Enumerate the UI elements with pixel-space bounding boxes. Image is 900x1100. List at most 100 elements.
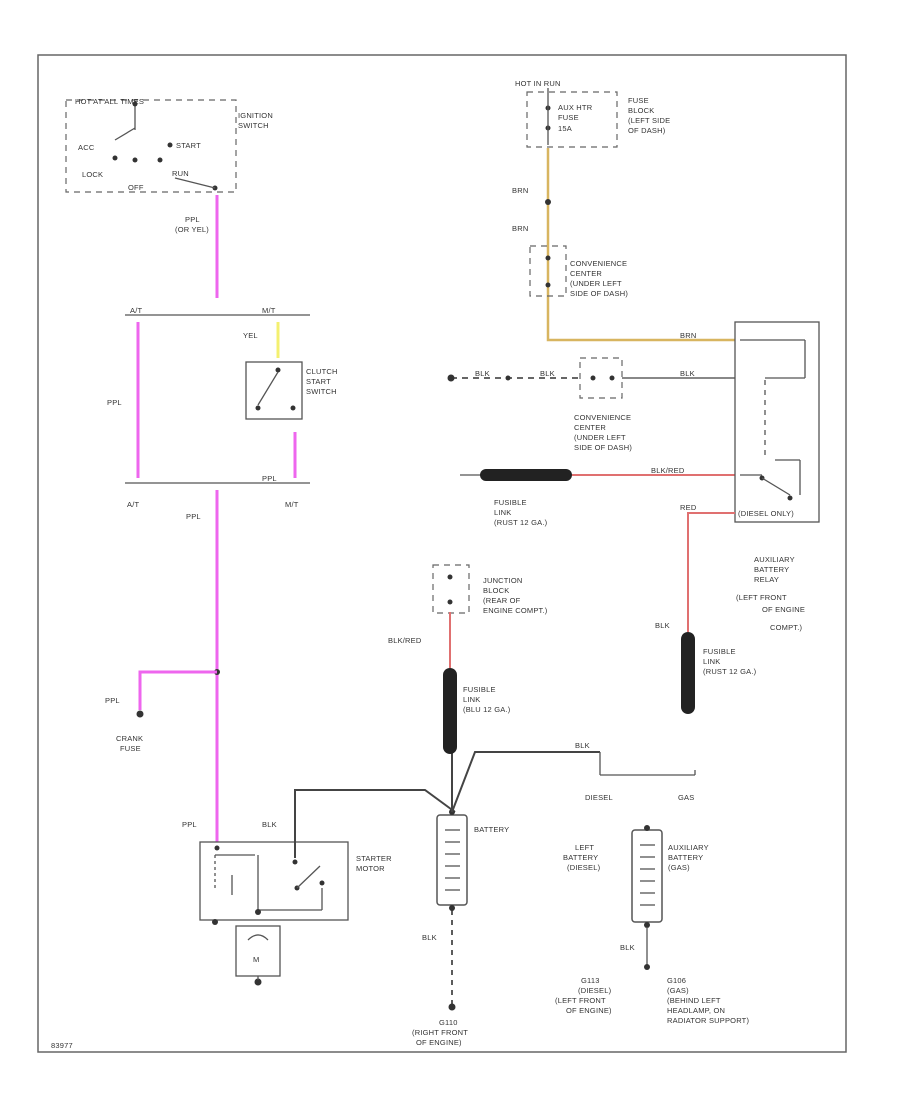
svg-text:LINK: LINK [463, 695, 480, 704]
svg-text:(GAS): (GAS) [667, 986, 689, 995]
svg-text:SWITCH: SWITCH [238, 121, 269, 130]
svg-text:CENTER: CENTER [570, 269, 602, 278]
wire-label-blk-red: BLK/RED [388, 636, 422, 645]
at-label-top: A/T [130, 306, 142, 315]
wire-label-brn-relay: BRN [680, 331, 696, 340]
relay-inner-label: (DIESEL ONLY) [738, 509, 794, 518]
ignition-switch-label: IGNITION [238, 111, 273, 120]
svg-text:15A: 15A [558, 124, 572, 133]
svg-text:(BEHIND LEFT: (BEHIND LEFT [667, 996, 721, 1005]
wire-label-blk-starter: BLK [262, 820, 277, 829]
clutch-switch-label: CLUTCH [306, 367, 338, 376]
diagram-frame [37, 54, 847, 1053]
wire-label-blk-relay-right: BLK [680, 369, 695, 378]
wire-label-blk-relay-left: BLK [475, 369, 490, 378]
battery: BATTERY [436, 809, 509, 911]
motor-m-label: M [253, 955, 259, 964]
fusible-link-top-label: FUSIBLE [494, 498, 527, 507]
start-position-label: START [176, 141, 201, 150]
relay-label: AUXILIARY [754, 555, 795, 564]
svg-text:ENGINE COMPT.): ENGINE COMPT.) [483, 606, 548, 615]
ground-g106-label: G106 [667, 976, 686, 985]
wire-label-ppl-ign: PPL [185, 215, 200, 224]
svg-text:BLOCK: BLOCK [628, 106, 654, 115]
svg-text:HEADLAMP, ON: HEADLAMP, ON [667, 1006, 725, 1015]
wire-ppl-crank [138, 670, 217, 710]
battery-label: BATTERY [474, 825, 509, 834]
aux-battery-label: AUXILIARY [668, 843, 709, 852]
fuse-block: HOT IN RUN AUX HTR FUSE 15A FUSE BLOCK (… [515, 79, 670, 148]
svg-text:START: START [306, 377, 331, 386]
hot-at-all-times-label: HOT AT ALL TIMES [75, 97, 144, 106]
wire-label-blk-red-relay: BLK/RED [651, 466, 685, 475]
junction-block-label: JUNCTION [483, 576, 523, 585]
wire-label-ppl-mid: PPL [186, 512, 201, 521]
wire-blk-battery-top [451, 751, 600, 813]
lock-position-label: LOCK [82, 170, 103, 179]
convenience-center-1: CONVENIENCE CENTER (UNDER LEFT SIDE OF D… [529, 245, 628, 298]
mt-label-bottom: M/T [285, 500, 299, 509]
ground-g113-label: G113 [581, 976, 600, 985]
auxiliary-battery: LEFT BATTERY (DIESEL) AUXILIARY BATTERY … [563, 825, 709, 928]
wire-label-yel: YEL [243, 331, 258, 340]
wire-blk-starter-battery [294, 789, 456, 858]
left-battery-label: LEFT [575, 843, 594, 852]
aux-htr-fuse-label: AUX HTR [558, 103, 593, 112]
svg-text:CENTER: CENTER [574, 423, 606, 432]
mt-label-top: M/T [262, 306, 276, 315]
svg-text:(LEFT SIDE: (LEFT SIDE [628, 116, 670, 125]
svg-text:SWITCH: SWITCH [306, 387, 337, 396]
svg-text:BATTERY: BATTERY [563, 853, 598, 862]
wire-label-red-relay: RED [680, 503, 697, 512]
wire-label-blk-aux: BLK [620, 943, 635, 952]
svg-text:BLOCK: BLOCK [483, 586, 509, 595]
svg-text:OF ENGINE): OF ENGINE) [566, 1006, 612, 1015]
svg-text:OF DASH): OF DASH) [628, 126, 666, 135]
wire-label-brn-lower: BRN [512, 224, 528, 233]
svg-text:(RUST 12 GA.): (RUST 12 GA.) [494, 518, 548, 527]
ground-g110-label: G110 [439, 1018, 458, 1027]
svg-text:(LEFT FRONT: (LEFT FRONT [555, 996, 606, 1005]
off-position-label: OFF [128, 183, 144, 192]
clutch-start-switch: CLUTCH START SWITCH [245, 361, 338, 420]
wire-label-blk-battery: BLK [422, 933, 437, 942]
wire-label-brn-upper: BRN [512, 186, 528, 195]
gas-label: GAS [678, 793, 694, 802]
svg-text:OF ENGINE): OF ENGINE) [416, 1038, 462, 1047]
svg-text:MOTOR: MOTOR [356, 864, 385, 873]
convenience-center-2-label: CONVENIENCE [574, 413, 631, 422]
wire-label-ppl-at: PPL [262, 474, 277, 483]
svg-text:(RIGHT FRONT: (RIGHT FRONT [412, 1028, 468, 1037]
svg-text:LINK: LINK [494, 508, 511, 517]
diesel-label: DIESEL [585, 793, 613, 802]
fusible-link-mid: BLK/RED FUSIBLE LINK (BLU 12 GA.) JUNCTI… [388, 564, 548, 754]
svg-text:(LEFT FRONT: (LEFT FRONT [736, 593, 787, 602]
wire-label-blk-diesel: BLK [575, 741, 590, 750]
diagram-id: 83977 [51, 1041, 73, 1050]
svg-text:(BLU 12 GA.): (BLU 12 GA.) [463, 705, 511, 714]
crank-fuse-label: CRANK [116, 734, 143, 743]
svg-text:FUSE: FUSE [558, 113, 579, 122]
hot-in-run-label: HOT IN RUN [515, 79, 561, 88]
fusible-link-top: BLK/RED FUSIBLE LINK (RUST 12 GA.) [460, 466, 735, 527]
wire-label-blk-fusible: BLK [655, 621, 670, 630]
auxiliary-battery-relay: (DIESEL ONLY) AUXILIARY BATTERY RELAY (L… [734, 321, 820, 632]
starter-motor-label: STARTER [356, 854, 392, 863]
svg-text:RELAY: RELAY [754, 575, 779, 584]
wire-label-ppl-starter: PPL [182, 820, 197, 829]
ignition-switch: HOT AT ALL TIMES IGNITION SWITCH ACC STA… [65, 97, 273, 193]
svg-text:COMPT.): COMPT.) [770, 623, 803, 632]
acc-position-label: ACC [78, 143, 95, 152]
wire-label-ppl-crank: PPL [105, 696, 120, 705]
svg-text:BATTERY: BATTERY [668, 853, 703, 862]
svg-text:BATTERY: BATTERY [754, 565, 789, 574]
svg-text:(UNDER LEFT: (UNDER LEFT [570, 279, 622, 288]
wire-brn-main [546, 148, 735, 342]
svg-text:RADIATOR SUPPORT): RADIATOR SUPPORT) [667, 1016, 749, 1025]
svg-text:(DIESEL): (DIESEL) [567, 863, 601, 872]
wire-label-ppl-left: PPL [107, 398, 122, 407]
fuse-block-label: FUSE [628, 96, 649, 105]
svg-text:(REAR OF: (REAR OF [483, 596, 521, 605]
svg-text:LINK: LINK [703, 657, 720, 666]
